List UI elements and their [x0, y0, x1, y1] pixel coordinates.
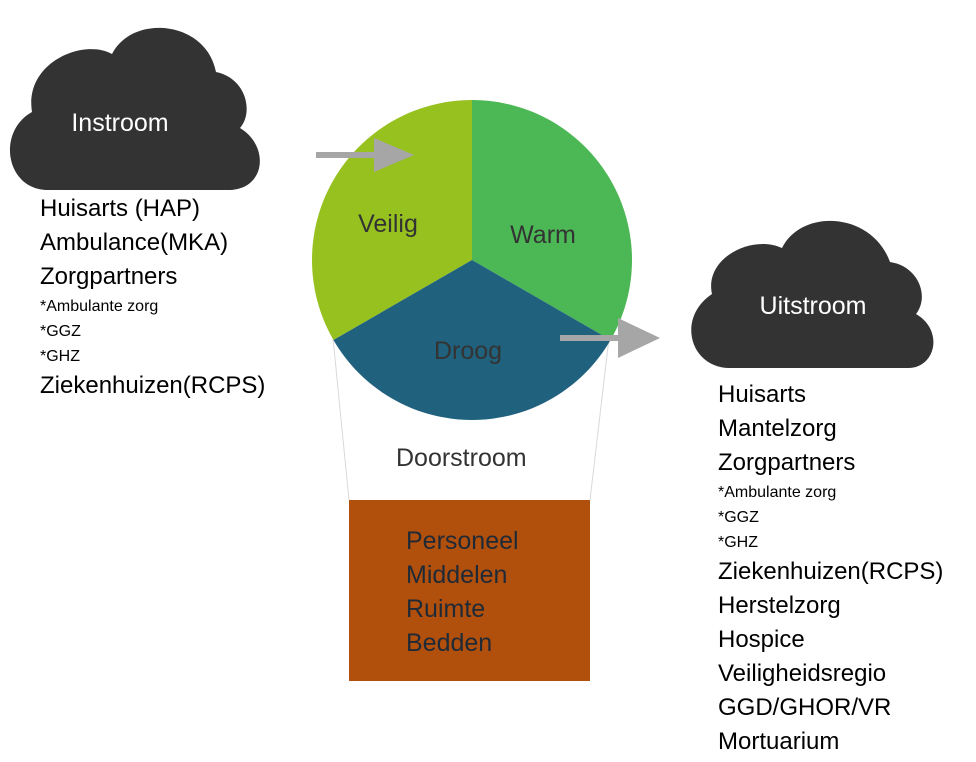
uitstroom-item: Veiligheidsregio [718, 660, 887, 687]
uitstroom-item: Huisarts [718, 381, 807, 408]
instroom-list: Huisarts (HAP) Ambulance(MKA) Zorgpartners… [40, 192, 265, 403]
inflow-arrow [316, 138, 414, 172]
uitstroom-item: GGD/GHOR/VR [718, 694, 892, 721]
instroom-cloud-shape [9, 27, 260, 191]
pie-label-droog: Droog [434, 337, 502, 365]
uitstroom-item: Ziekenhuizen(RCPS) [718, 558, 944, 585]
uitstroom-item: Hospice [718, 626, 805, 653]
uitstroom-item: *GGZ [718, 509, 759, 526]
resource-item: Middelen [406, 561, 508, 589]
instroom-item: *Ambulante zorg [40, 298, 159, 315]
connector-line-right [589, 337, 610, 501]
outflow-arrow [560, 318, 660, 358]
connector-line-left [332, 337, 350, 501]
instroom-item: Ambulance(MKA) [40, 229, 229, 256]
instroom-item: *GHZ [40, 348, 80, 365]
doorstroom-label: Doorstroom [396, 444, 527, 472]
resource-item: Personeel [406, 527, 519, 555]
uitstroom-item: Mortuarium [718, 728, 840, 755]
uitstroom-item: *Ambulante zorg [718, 484, 837, 501]
instroom-item: Ziekenhuizen(RCPS) [40, 372, 266, 399]
uitstroom-item: Zorgpartners [718, 449, 856, 476]
pie-label-veilig: Veilig [358, 210, 418, 238]
instroom-item: Zorgpartners [40, 263, 178, 290]
uitstroom-cloud: Uitstroom [691, 220, 934, 368]
pie-segment-veilig [312, 100, 472, 340]
uitstroom-cloud-shape [691, 220, 934, 368]
instroom-title: Instroom [71, 109, 168, 137]
uitstroom-item: Mantelzorg [718, 415, 837, 442]
resource-item: Bedden [406, 629, 493, 657]
uitstroom-item: *GHZ [718, 534, 758, 551]
uitstroom-item: Herstelzorg [718, 592, 841, 619]
pie-segment-warm [472, 100, 632, 340]
pie-label-warm: Warm [510, 221, 576, 249]
uitstroom-title: Uitstroom [760, 292, 867, 320]
instroom-cloud: Instroom [9, 27, 260, 191]
instroom-item: *GGZ [40, 323, 81, 340]
resource-item: Ruimte [406, 595, 486, 623]
pie-segment-droog [333, 260, 611, 420]
instroom-item: Huisarts (HAP) [40, 195, 201, 222]
